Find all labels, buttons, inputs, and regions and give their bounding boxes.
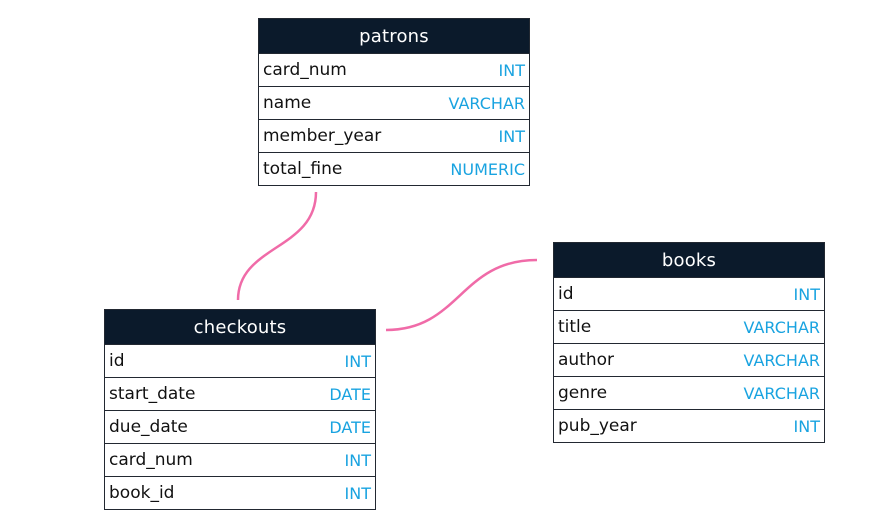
table-row[interactable]: genre VARCHAR: [554, 376, 824, 409]
table-row[interactable]: id INT: [105, 344, 375, 377]
column-name: total_fine: [263, 159, 343, 179]
column-type: VARCHAR: [743, 350, 820, 370]
column-name: title: [558, 317, 592, 337]
column-name: start_date: [109, 384, 196, 404]
column-name: due_date: [109, 417, 188, 437]
table-row[interactable]: card_num INT: [105, 443, 375, 476]
table-row[interactable]: title VARCHAR: [554, 310, 824, 343]
column-type: NUMERIC: [450, 159, 525, 179]
table-checkouts[interactable]: checkouts id INT start_date DATE due_dat…: [104, 309, 376, 510]
table-books[interactable]: books id INT title VARCHAR author VARCHA…: [553, 242, 825, 443]
table-row[interactable]: total_fine NUMERIC: [259, 152, 529, 185]
link-patrons-checkouts: [236, 191, 318, 301]
table-row[interactable]: pub_year INT: [554, 409, 824, 442]
table-header: patrons: [259, 19, 529, 53]
column-type: INT: [498, 60, 525, 80]
table-row[interactable]: author VARCHAR: [554, 343, 824, 376]
table-row[interactable]: due_date DATE: [105, 410, 375, 443]
column-type: INT: [344, 450, 371, 470]
table-patrons[interactable]: patrons card_num INT name VARCHAR member…: [258, 18, 530, 186]
table-row[interactable]: start_date DATE: [105, 377, 375, 410]
column-name: genre: [558, 383, 608, 403]
column-type: INT: [498, 126, 525, 146]
column-type: INT: [793, 416, 820, 436]
column-name: id: [109, 351, 125, 371]
column-name: pub_year: [558, 416, 637, 436]
column-type: DATE: [329, 384, 371, 404]
column-type: INT: [344, 351, 371, 371]
table-row[interactable]: id INT: [554, 277, 824, 310]
column-name: card_num: [109, 450, 193, 470]
table-header: checkouts: [105, 310, 375, 344]
column-type: VARCHAR: [743, 317, 820, 337]
column-type: INT: [793, 284, 820, 304]
table-row[interactable]: card_num INT: [259, 53, 529, 86]
column-name: member_year: [263, 126, 382, 146]
column-name: author: [558, 350, 615, 370]
column-name: id: [558, 284, 574, 304]
column-type: VARCHAR: [448, 93, 525, 113]
column-name: name: [263, 93, 312, 113]
table-row[interactable]: book_id INT: [105, 476, 375, 509]
column-type: DATE: [329, 417, 371, 437]
column-type: VARCHAR: [743, 383, 820, 403]
table-header: books: [554, 243, 824, 277]
table-row[interactable]: name VARCHAR: [259, 86, 529, 119]
column-type: INT: [344, 483, 371, 503]
link-checkouts-books: [385, 258, 538, 332]
column-name: card_num: [263, 60, 347, 80]
table-row[interactable]: member_year INT: [259, 119, 529, 152]
column-name: book_id: [109, 483, 175, 503]
